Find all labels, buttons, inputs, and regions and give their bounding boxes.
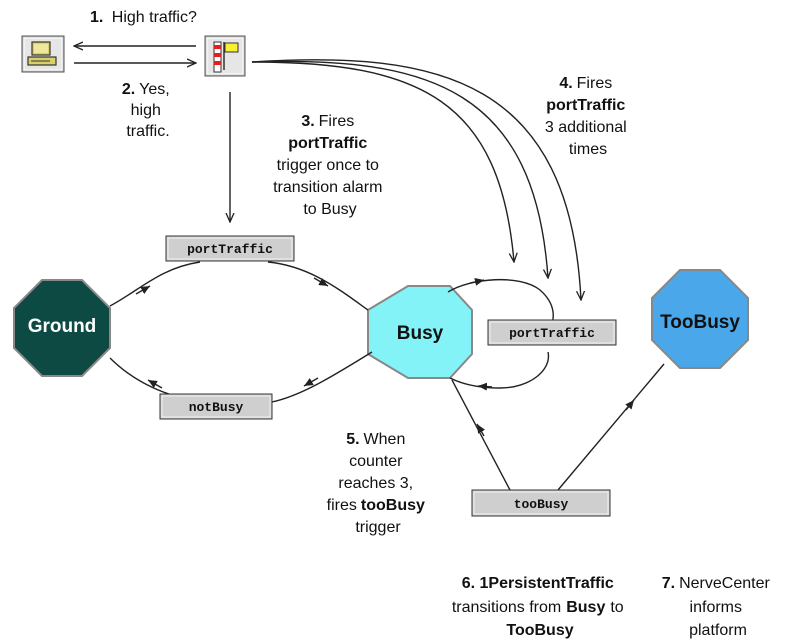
step1-label: 1. High traffic? [90,9,197,26]
busy-loop-arrow2 [477,382,493,391]
step3-number: 3. [301,113,314,130]
busy-to-toobusy-path [451,363,665,491]
busy-to-ground-arrow2 [147,379,163,389]
trigger-too-busy-label: tooBusy [514,497,569,512]
step4-number: 4. [559,75,572,92]
trigger-not-busy-label: notBusy [189,400,244,415]
state-busy-label: Busy [397,323,444,344]
trigger-too-busy[interactable]: tooBusy [471,489,611,517]
state-ground[interactable]: Ground [13,279,111,377]
step1-number: 1. [90,9,103,26]
flag-pole-icon[interactable] [204,35,246,77]
step4-label: 4.Fires portTraffic 3 additional times [545,75,631,158]
toobusy-arrow2 [625,399,635,411]
step3-label: 3.Fires portTraffic trigger once to tran… [273,113,387,218]
step1-text: High traffic? [112,9,197,26]
trigger-not-busy[interactable]: notBusy [159,393,273,420]
ground-to-busy-arrow1 [135,285,151,295]
step2-label: 2.Yes, high traffic. [122,81,174,140]
step7-label: 7.NerveCenter informs platform [662,575,775,639]
state-toobusy-label: TooBusy [660,312,740,333]
state-ground-label: Ground [28,316,97,337]
trigger-port-traffic-loop[interactable]: portTraffic [487,319,617,346]
fire-arc-2 [251,60,548,278]
trigger-port-traffic-loop-label: portTraffic [509,326,595,341]
state-toobusy[interactable]: TooBusy [651,269,749,369]
ground-to-busy-arrow2 [313,277,329,287]
trigger-port-traffic-top-label: portTraffic [187,242,273,257]
toobusy-arrow1 [476,423,485,437]
busy-to-ground-arrow1 [303,377,319,387]
state-busy[interactable]: Busy [367,285,473,379]
busy-loop-arrow1 [469,277,485,286]
busy-self-loop [447,278,554,389]
trigger-port-traffic-top[interactable]: portTraffic [165,235,295,262]
fire-arc-3 [251,59,581,300]
step7-number: 7. [662,575,675,592]
computer-icon[interactable] [21,35,65,73]
step2-number: 2. [122,81,135,98]
fire-arc-1 [251,61,514,262]
step5-number: 5. [346,431,359,448]
